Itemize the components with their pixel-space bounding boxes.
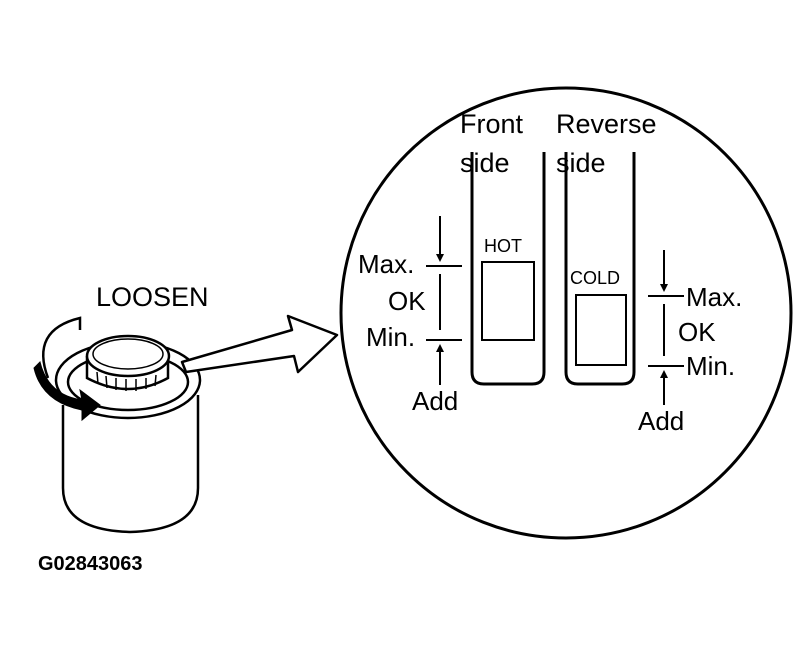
reverse-cold-window (575, 294, 627, 366)
loosen-label: LOOSEN (96, 282, 209, 312)
front-hot-label: HOT (484, 236, 522, 256)
reverse-add-label: Add (638, 406, 684, 436)
rotation-guide (42, 316, 82, 379)
reservoir-body (61, 395, 200, 534)
front-max-label: Max. (358, 249, 414, 279)
front-title-line2: side (460, 148, 510, 178)
reverse-max-label: Max. (686, 282, 742, 312)
front-dipstick (470, 152, 546, 386)
magnified-view (339, 86, 793, 540)
front-level-scale (426, 216, 462, 385)
front-add-label: Add (412, 386, 458, 416)
reverse-level-scale (648, 250, 684, 405)
callout-arrow-icon (180, 314, 339, 374)
reverse-min-label: Min. (686, 351, 735, 381)
front-hot-window (481, 261, 535, 341)
reservoir-cap[interactable] (85, 334, 171, 391)
figure-id: G02843063 (38, 553, 143, 575)
front-min-label: Min. (366, 322, 415, 352)
rotation-arrow-icon (33, 361, 101, 422)
reverse-cold-label: COLD (570, 268, 620, 288)
reverse-title-line2: side (556, 148, 606, 178)
reverse-dipstick (564, 152, 636, 386)
reverse-ok-label: OK (678, 317, 716, 347)
cap-ridges (96, 371, 157, 391)
reverse-title-line1: Reverse (556, 109, 657, 139)
front-ok-label: OK (388, 286, 426, 316)
front-title-line1: Front (460, 109, 524, 139)
